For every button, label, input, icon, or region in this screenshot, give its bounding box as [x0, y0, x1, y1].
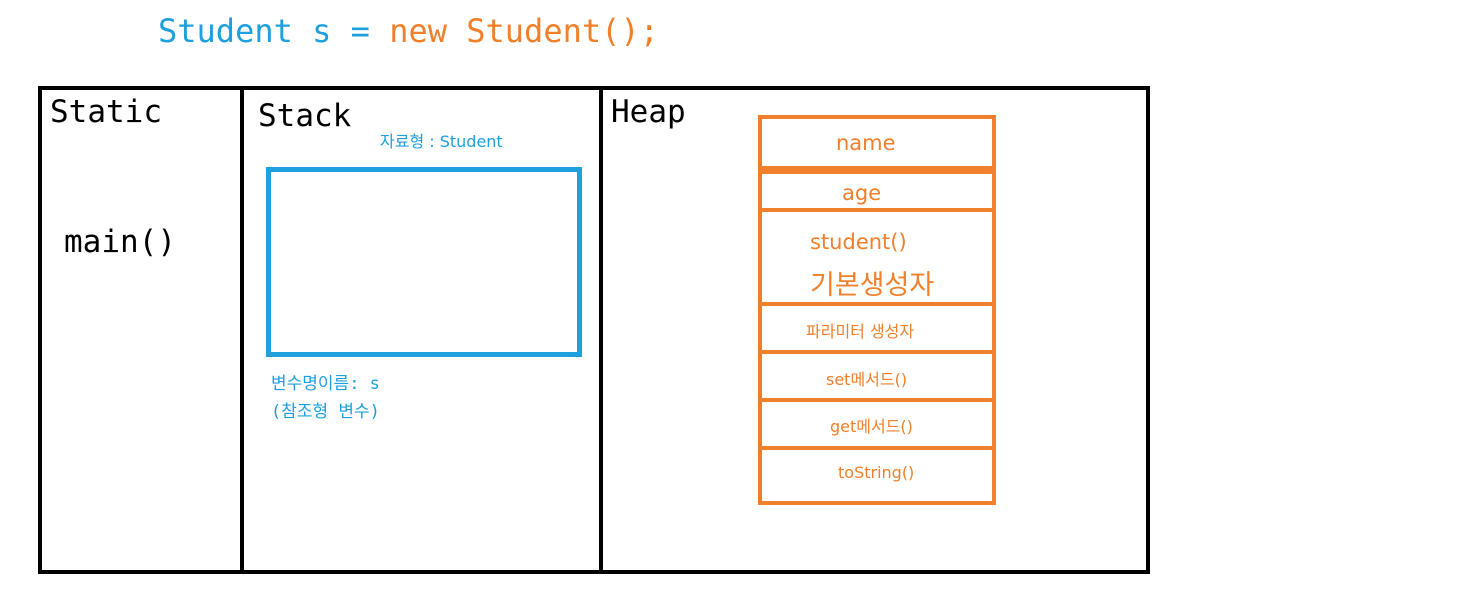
- heap-set-methods: set메서드(): [758, 350, 996, 402]
- stack-section-label: Stack: [258, 98, 352, 134]
- heap-field-name: name: [758, 115, 996, 170]
- stack-type-label: 자료형 : Student: [380, 132, 503, 151]
- heap-field-age: age: [758, 170, 996, 212]
- main-method-label: main(): [64, 224, 176, 260]
- heap-student-object: name age student() 기본생성자 파라미터 생성자 set메서드…: [758, 115, 996, 505]
- heap-get-methods-label: get메서드(): [830, 417, 913, 436]
- heap-param-constructor: 파라미터 생성자: [758, 302, 996, 354]
- heap-tostring-method: toString(): [758, 446, 996, 505]
- static-section-label: Static: [50, 94, 162, 130]
- memory-frame: [38, 86, 1150, 574]
- heap-tostring-method-label: toString(): [838, 463, 915, 482]
- heap-default-constructor: student() 기본생성자: [758, 208, 996, 306]
- code-declaration: Student s =: [158, 12, 390, 50]
- heap-set-methods-label: set메서드(): [826, 370, 908, 389]
- stack-variable-name: 변수명이름: s: [271, 374, 380, 394]
- heap-default-constructor-label: student(): [810, 230, 907, 254]
- heap-field-age-label: age: [842, 181, 882, 205]
- heap-default-constructor-sub: 기본생성자: [810, 270, 935, 301]
- stack-variable-kind: (참조형 변수): [271, 402, 380, 422]
- heap-get-methods: get메서드(): [758, 398, 996, 450]
- static-stack-divider: [240, 86, 244, 570]
- heap-section-label: Heap: [611, 94, 686, 130]
- code-line: Student s = new Student();: [158, 12, 659, 50]
- heap-field-name-label: name: [836, 131, 896, 155]
- code-instantiation: new Student();: [389, 12, 659, 50]
- stack-variable-box: [266, 167, 582, 357]
- stack-heap-divider: [599, 86, 603, 570]
- heap-param-constructor-label: 파라미터 생성자: [806, 322, 915, 341]
